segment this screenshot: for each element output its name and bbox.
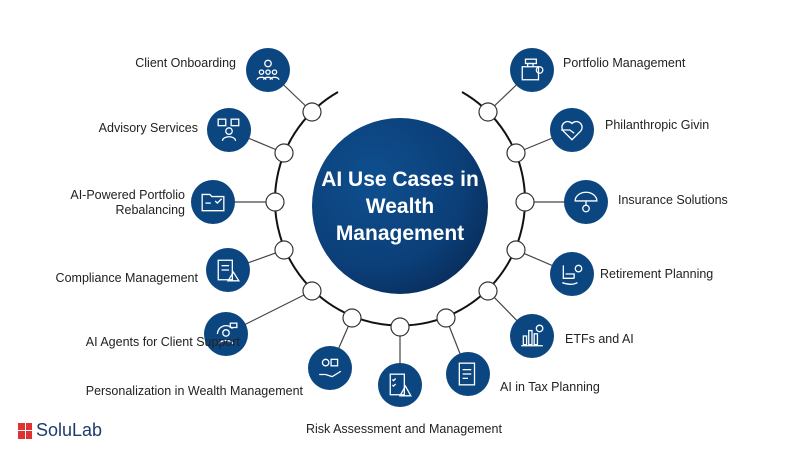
folder-check-icon: [191, 180, 235, 224]
hand-assets-icon: [308, 346, 352, 390]
clipboard-warning-icon: [206, 248, 250, 292]
advisor-icon: [207, 108, 251, 152]
label-personalization: Personalization in Wealth Management: [85, 384, 303, 398]
team-gear-icon: [246, 48, 290, 92]
umbrella-icon: [564, 180, 608, 224]
label-portfolio-rebalancing: AI-Powered Portfolio Rebalancing: [70, 188, 185, 217]
rocking-chair-icon: [550, 252, 594, 296]
label-etfs: ETFs and AI: [565, 332, 634, 346]
label-advisory-services: Advisory Services: [98, 121, 198, 135]
label-insurance-solutions: Insurance Solutions: [618, 193, 728, 207]
center-hub: AI Use Cases in Wealth Management: [312, 118, 488, 294]
label-philanthropic-giving: Philanthropic Givin: [605, 118, 710, 132]
label-client-onboarding: Client Onboarding: [135, 56, 236, 70]
bar-chart-icon: [510, 314, 554, 358]
brand-logo: SoluLab: [18, 420, 102, 441]
label-compliance-management: Compliance Management: [55, 271, 198, 285]
brand-name: SoluLab: [36, 420, 103, 440]
diagram-title: AI Use Cases in Wealth Management: [321, 167, 479, 245]
label-risk-assessment: Risk Assessment and Management: [306, 422, 502, 436]
briefcase-icon: [510, 48, 554, 92]
label-tax-planning: AI in Tax Planning: [500, 380, 600, 394]
support-agent-icon: [204, 312, 248, 356]
label-ai-agents: AI Agents for Client Support: [85, 335, 240, 349]
arc-nodes: [265, 102, 535, 337]
heart-hand-icon: [550, 108, 594, 152]
label-portfolio-management: Portfolio Management: [563, 56, 686, 70]
logo-mark-icon: [18, 422, 32, 439]
label-retirement-planning: Retirement Planning: [600, 267, 714, 281]
tax-document-icon: [446, 352, 490, 396]
checklist-warning-icon: [378, 363, 422, 407]
